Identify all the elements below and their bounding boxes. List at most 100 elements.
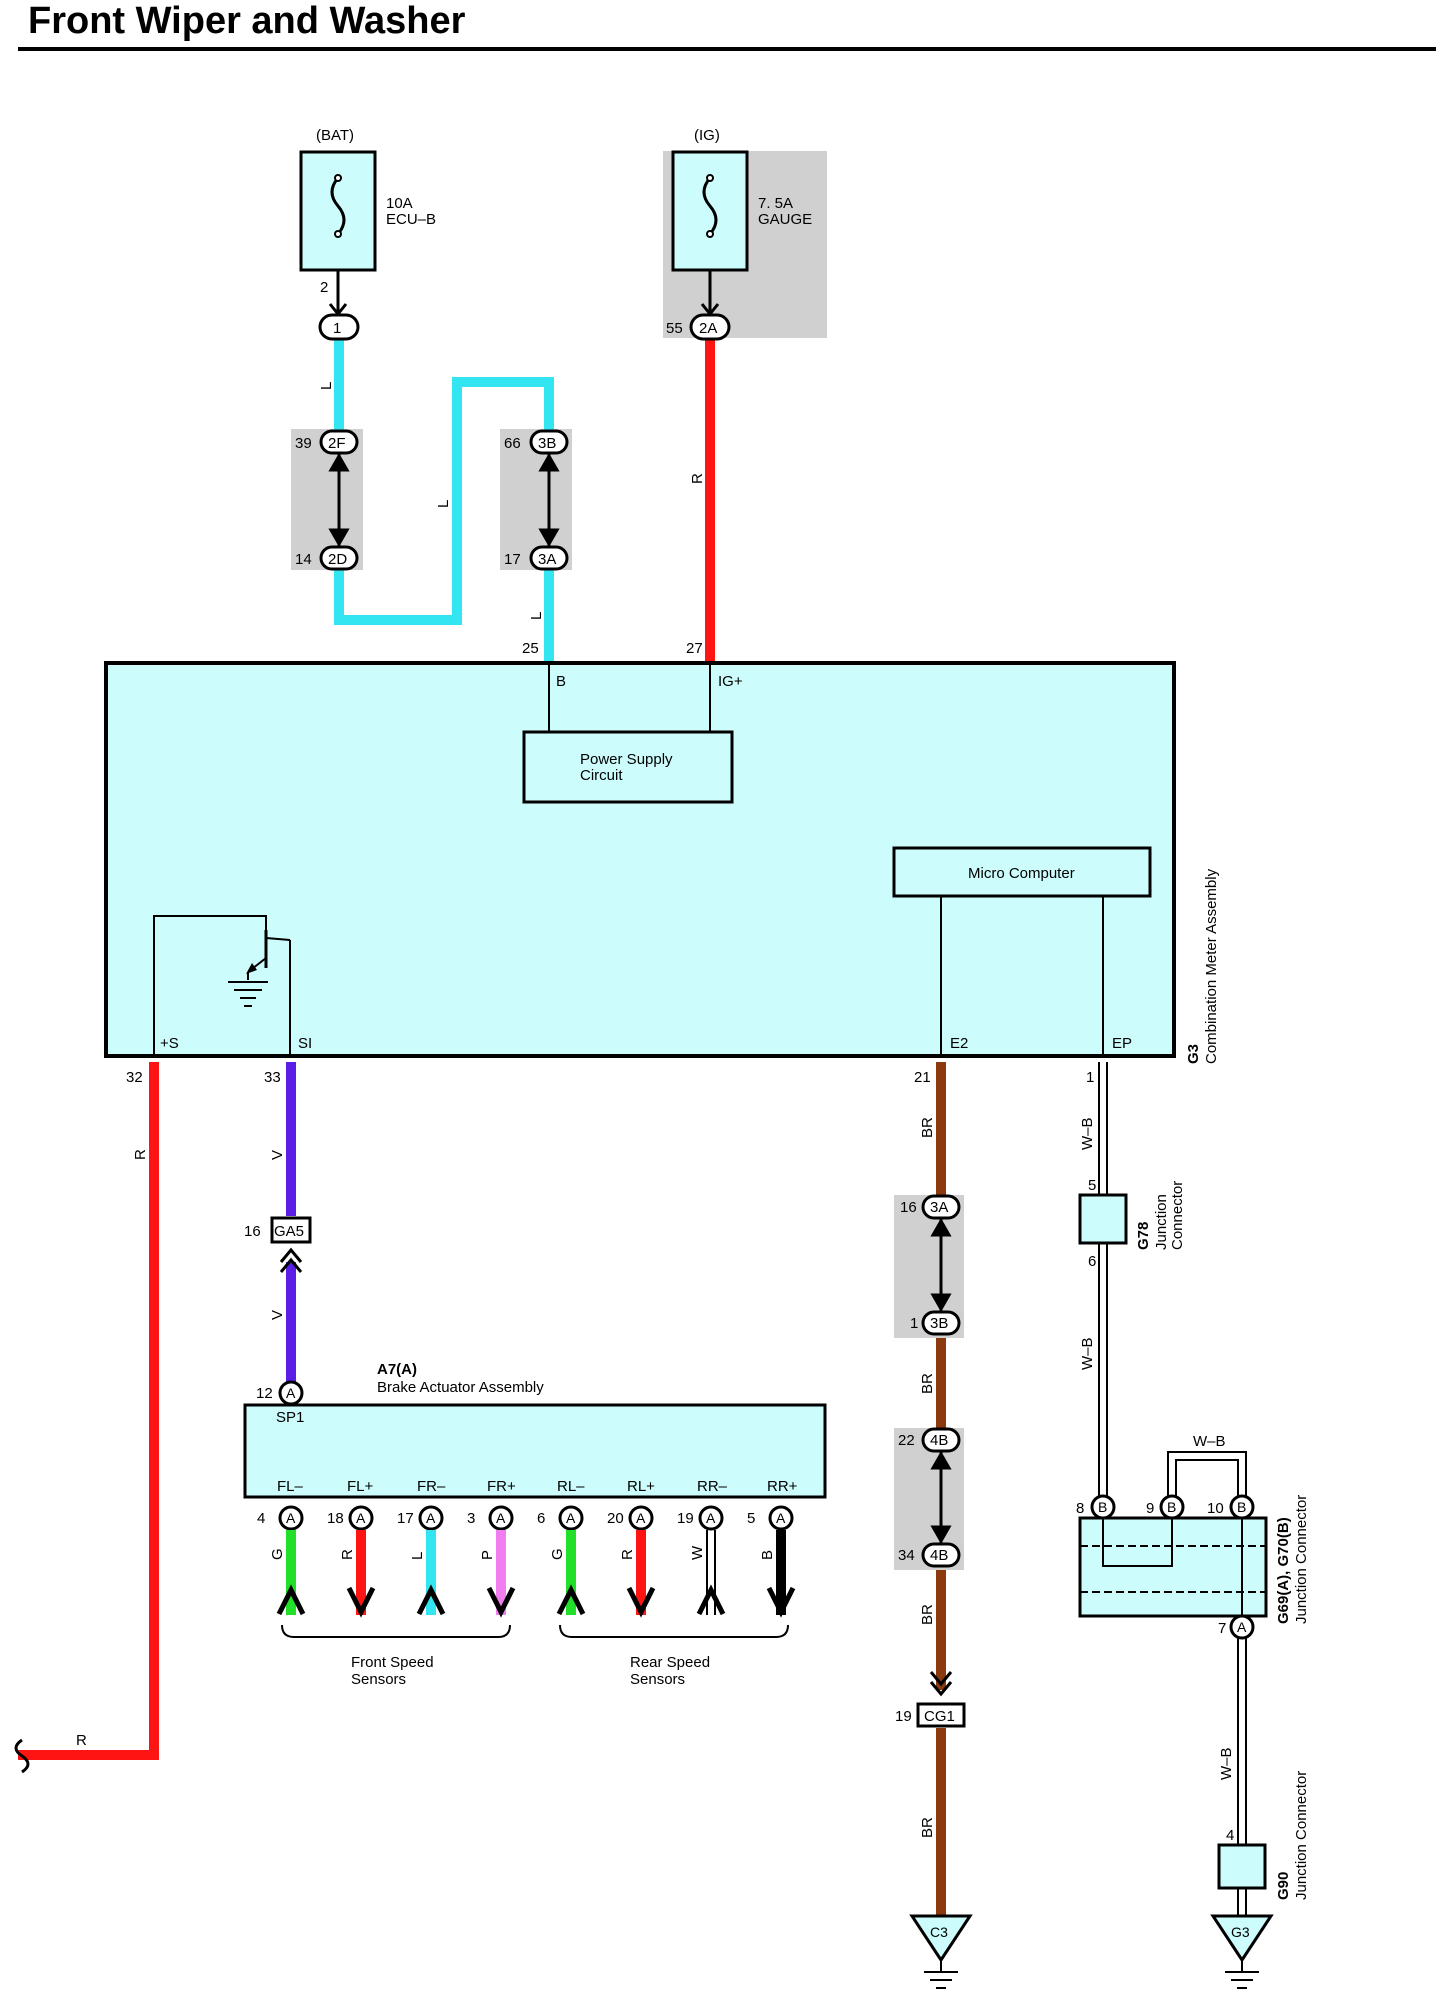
sensor-wire-label: R [619,1549,636,1560]
brake-terminal-pin: 18 [327,1510,344,1527]
meter-pin-si: 33 [264,1069,281,1086]
sensor-wire-label: G [549,1548,566,1560]
g69-id: G69(A), G70(B) [1275,1517,1292,1624]
brake-terminal-pin: 19 [677,1510,694,1527]
brake-terminal-conn: A [706,1510,716,1526]
wire-br3-label: BR [919,1604,936,1625]
brake-terminal-name: FR+ [487,1478,516,1495]
meter-terminal-si: SI [298,1035,312,1052]
brake-terminal-conn: A [636,1510,646,1526]
brake-terminal-conn: A [496,1510,506,1526]
sensor-arrow [696,1584,726,1616]
brake-terminal-name: FL– [277,1478,304,1495]
wire-l-path [334,340,554,663]
j2d-id: 2D [328,551,347,568]
fuse-ig-rating: 7. 5A [758,195,793,212]
fuse-bat-source: (BAT) [316,127,354,144]
meter-terminal-s: +S [160,1035,179,1052]
brake-terminal-conn: A [566,1510,576,1526]
meter-terminal-ig: IG+ [718,673,743,690]
j2f-id: 2F [328,435,346,452]
fuse-bat [299,150,377,317]
sensor-arrow [766,1586,796,1618]
wire-r-left-label: R [132,1149,149,1160]
j3a-mid-id: 3A [930,1199,948,1216]
meter-id: G3 [1185,1044,1202,1064]
sensor-arrow [556,1584,586,1616]
connector-cg1 [916,1671,966,1728]
g69-pin7: 7 [1218,1620,1226,1637]
g69-a7: A [1237,1619,1247,1635]
brake-terminal-socket [558,1505,584,1531]
wire-r-left-bottom-label: R [76,1732,87,1749]
brake-terminal-socket [488,1505,514,1531]
fuse-bat-pin: 2 [320,279,328,296]
brake-conn: A [286,1385,296,1401]
wire-l1-label: L [318,382,335,390]
brake-terminal-pin: 3 [467,1510,475,1527]
g90-id: G90 [1275,1872,1292,1900]
wire-br1-label: BR [919,1117,936,1138]
sensor-arrow [346,1586,376,1618]
connector-ga5 [270,1216,312,1273]
g69-pin10: 10 [1207,1500,1224,1517]
g69-name: Junction Connector [1293,1495,1310,1624]
wire-wb4-label: W–B [1218,1747,1235,1780]
wire-l3-label: L [528,612,545,620]
fuse-bat-name: ECU–B [386,211,436,228]
sensor-wire-label: W [689,1545,706,1560]
brake-terminal-1: FL–A4G [257,1478,306,1616]
brake-terminals: FL–A4GFL+A18RFR–A17LFR+A3PRL–A6GRL+A20RR… [257,1478,798,1618]
wire-br2-label: BR [919,1373,936,1394]
front-sensors-label-2: Sensors [351,1671,406,1688]
j4b-top-id: 4B [930,1432,948,1449]
j2d-pin: 14 [295,551,312,568]
junction-g78 [1078,1193,1128,1245]
brake-terminal-socket [278,1505,304,1531]
wire-br4-label: BR [919,1817,936,1838]
g69-pin8: 8 [1076,1500,1084,1517]
j3a-mid-pin: 16 [900,1199,917,1216]
fuse-ig-name: GAUGE [758,211,812,228]
g78-id: G78 [1135,1222,1152,1250]
g69-b8: B [1098,1499,1107,1515]
g78-pin-out: 6 [1088,1253,1096,1270]
brake-terminal-name: FR– [417,1478,446,1495]
sensor-wire-label: P [479,1550,496,1560]
g78-name-1: Junction [1153,1194,1170,1250]
fuse-ig [671,150,749,317]
diagram-title: Front Wiper and Washer [28,0,466,42]
brake-terminal-conn: A [286,1510,296,1526]
g78-name-2: Connector [1169,1181,1186,1250]
brake-terminal-socket [348,1505,374,1531]
brake-terminal-socket [628,1505,654,1531]
brake-terminal-name: FL+ [347,1478,374,1495]
brake-terminal-pin: 20 [607,1510,624,1527]
junction-g90 [1217,1843,1267,1890]
fuse-ig-source: (IG) [694,127,720,144]
junction-links [328,452,952,1545]
meter-pin-b: 25 [522,640,539,657]
psu-label-2: Circuit [580,767,623,784]
g69-b10: B [1237,1499,1246,1515]
ground-g3-label: G3 [1231,1924,1250,1940]
wire-r-left [18,1062,159,1760]
ga5-id: GA5 [274,1223,304,1240]
wire-wb3-label: W–B [1193,1433,1226,1450]
micro-computer-label: Micro Computer [968,865,1075,882]
g90-name: Junction Connector [1293,1771,1310,1900]
j4b-top-pin: 22 [898,1432,915,1449]
sensor-brackets [281,1624,789,1638]
rear-sensors-label-1: Rear Speed [630,1654,710,1671]
brake-terminal-pin: 6 [537,1510,545,1527]
ground-g3 [1210,1914,1274,1989]
meter-pin-ig: 27 [686,640,703,657]
g78-pin-in: 5 [1088,1177,1096,1194]
wire-v1-label: V [269,1150,286,1160]
brake-terminal-pin: 5 [747,1510,755,1527]
brake-pin: 12 [256,1385,273,1402]
j3b-mid-id: 3B [930,1315,948,1332]
